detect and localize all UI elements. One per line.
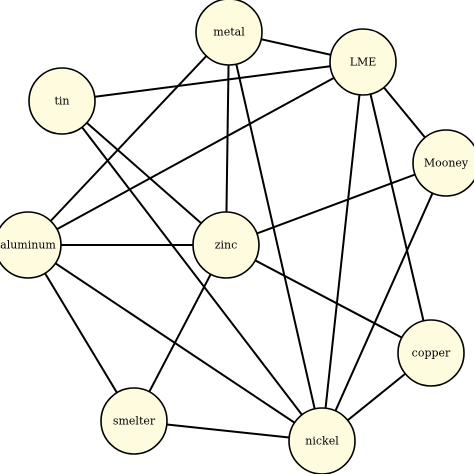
edge-LME-tin	[61, 61, 364, 102]
edge-zinc-copper	[225, 244, 432, 354]
node-aluminum: aluminum	[0, 211, 62, 279]
node-Mooney: Mooney	[412, 129, 474, 197]
edge-tin-nickel	[61, 100, 323, 442]
edge-Mooney-zinc	[225, 162, 447, 246]
node-LME: LME	[329, 28, 397, 96]
node-copper: copper	[397, 319, 465, 387]
node-circle-copper	[397, 319, 465, 387]
edge-metal-nickel	[228, 31, 323, 442]
node-tin: tin	[28, 67, 96, 135]
edge-LME-aluminum	[27, 61, 364, 246]
edge-metal-aluminum	[27, 31, 230, 246]
node-circle-tin	[28, 67, 96, 135]
node-circle-zinc	[192, 211, 260, 279]
node-label-zinc: zinc	[215, 239, 238, 252]
node-circle-LME	[329, 28, 397, 96]
edge-tin-zinc	[61, 100, 227, 246]
node-smelter: smelter	[100, 387, 168, 455]
node-label-Mooney: Mooney	[424, 157, 469, 170]
edge-metal-zinc	[225, 31, 230, 246]
node-nickel: nickel	[288, 407, 356, 474]
node-circle-smelter	[100, 387, 168, 455]
node-metal: metal	[195, 0, 263, 66]
node-label-LME: LME	[350, 56, 377, 69]
node-label-metal: metal	[213, 26, 245, 39]
edge-Mooney-nickel	[321, 162, 447, 442]
node-zinc: zinc	[192, 211, 260, 279]
node-circle-nickel	[288, 407, 356, 474]
node-label-nickel: nickel	[305, 435, 339, 448]
node-label-aluminum: aluminum	[0, 239, 56, 252]
node-label-copper: copper	[412, 347, 451, 360]
edge-aluminum-smelter	[27, 244, 135, 422]
edge-LME-copper	[362, 61, 432, 354]
node-label-smelter: smelter	[113, 415, 156, 428]
node-circle-aluminum	[0, 211, 62, 279]
node-circle-metal	[195, 0, 263, 66]
node-label-tin: tin	[54, 95, 69, 108]
edge-LME-nickel	[321, 61, 364, 442]
node-circle-Mooney	[412, 129, 474, 197]
